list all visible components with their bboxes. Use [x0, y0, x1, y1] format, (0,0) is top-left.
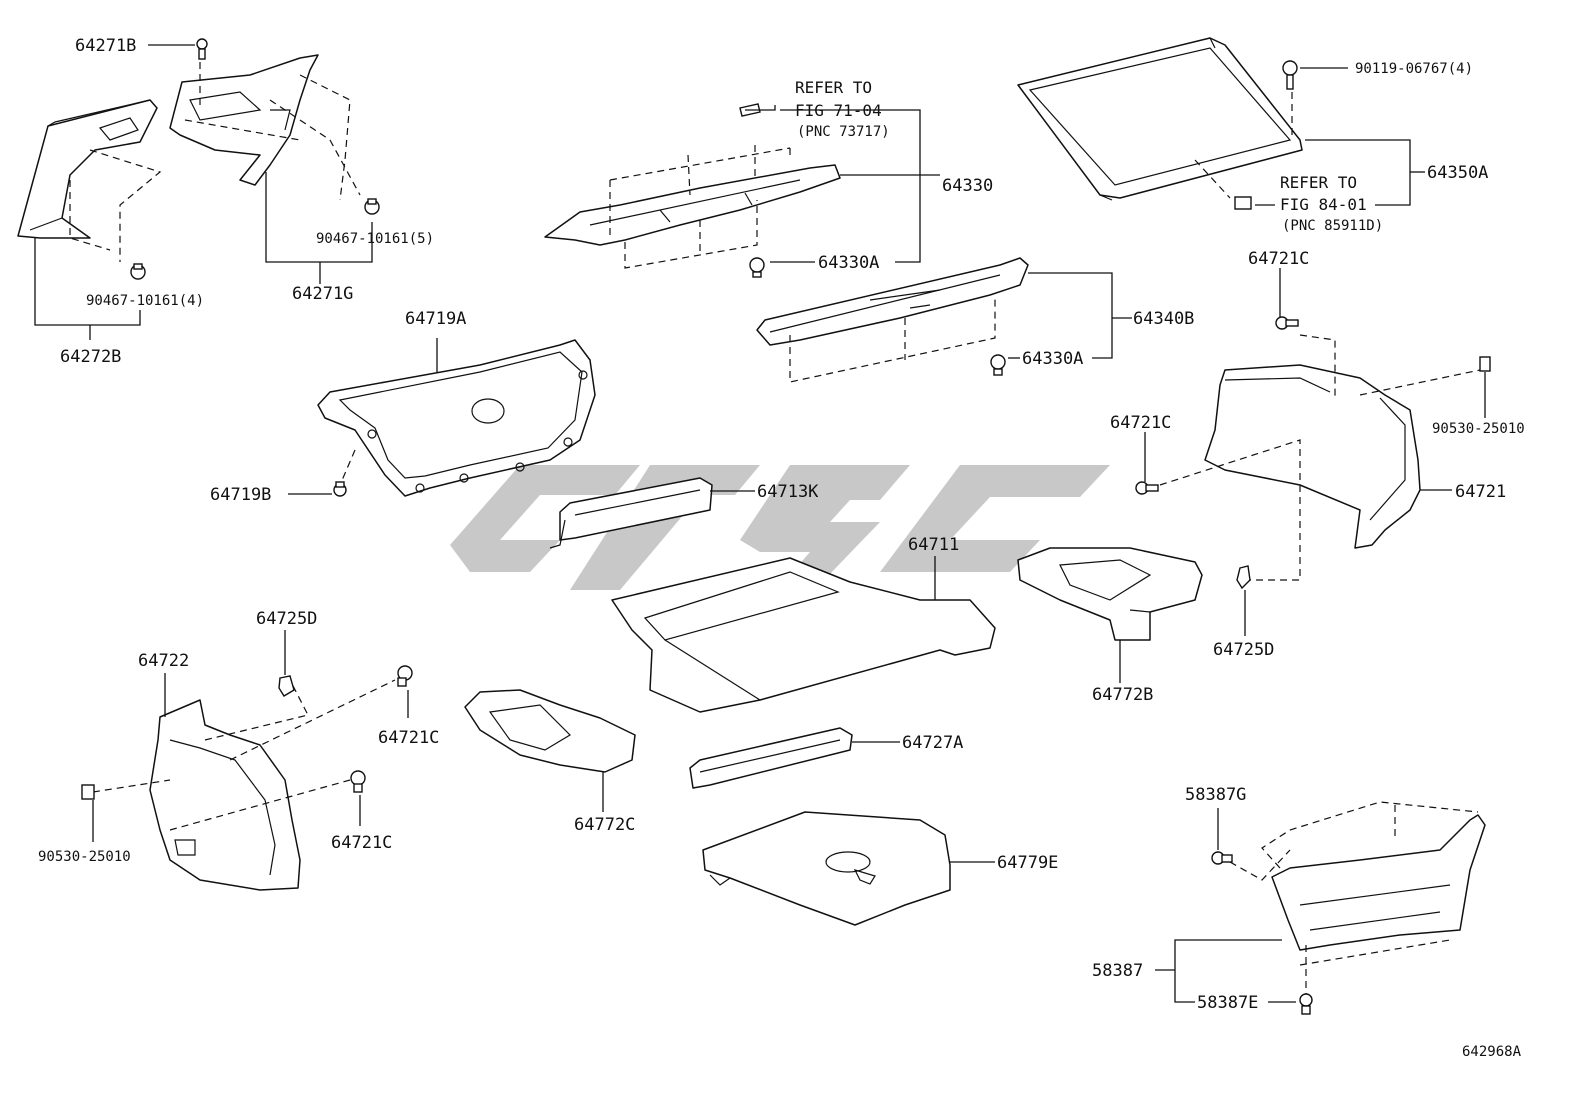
clip-64721C-left-low-icon: [350, 770, 366, 793]
part-64350A-tonneau-shade: [1017, 37, 1303, 201]
label-64721: 64721: [1455, 482, 1506, 502]
diagram-id: 642968A: [1462, 1044, 1522, 1060]
label-90467-10161-4: 90467-10161(4): [86, 293, 204, 309]
label-64711: 64711: [908, 535, 959, 555]
clip-90530-right-icon: [1479, 356, 1491, 372]
part-64721-quarter-trim-right: [1159, 334, 1481, 581]
clip-90467-4-icon: [130, 263, 146, 280]
clip-64725D-right-icon: [1236, 565, 1251, 590]
part-64340B-tray-cover: [756, 257, 1029, 383]
label-64330: 64330: [942, 176, 993, 196]
label-90467-10161-5: 90467-10161(5): [316, 231, 434, 247]
label-64719B: 64719B: [210, 485, 271, 505]
label-58387G: 58387G: [1185, 785, 1246, 805]
part-64719A-deck-trim: [317, 339, 596, 497]
label-64721C-right-mid: 64721C: [1110, 413, 1171, 433]
label-64340B: 64340B: [1133, 309, 1194, 329]
part-64722-quarter-trim-left: [92, 679, 396, 891]
label-90530-25010-right: 90530-25010: [1432, 421, 1525, 437]
clip-85911D-icon: [1234, 196, 1252, 210]
ref-fig84-line2: FIG 84-01: [1280, 195, 1367, 214]
clip-90119-icon: [1282, 60, 1298, 90]
label-64713K: 64713K: [757, 482, 819, 502]
label-90119-06767: 90119-06767(4): [1355, 61, 1473, 77]
part-64779E-board: [702, 811, 951, 926]
clip-64330A-lower-icon: [990, 354, 1006, 376]
label-64772B: 64772B: [1092, 685, 1153, 705]
part-64330-package-tray-panel: [544, 145, 841, 269]
label-64330A-top: 64330A: [818, 253, 879, 273]
label-64779E: 64779E: [997, 853, 1058, 873]
label-64271B: 64271B: [75, 36, 136, 56]
watermark-logo: [450, 465, 1110, 605]
label-64721C-right-top: 64721C: [1248, 249, 1309, 269]
part-64711-deck-floor: [611, 557, 996, 713]
label-90530-25010-left: 90530-25010: [38, 849, 131, 865]
part-64772C-spacer: [464, 689, 636, 773]
part-64271G-quarter-trim-upper: [169, 54, 361, 201]
label-64727A: 64727A: [902, 733, 963, 753]
ref-fig84-line3: (PNC 85911D): [1282, 218, 1383, 234]
label-64721C-left-low: 64721C: [331, 833, 392, 853]
ref-fig71-line3: (PNC 73717): [797, 124, 890, 140]
label-64350A: 64350A: [1427, 163, 1488, 183]
clip-64330A-icon: [749, 257, 765, 278]
clip-64721C-left-top-icon: [397, 665, 413, 687]
part-64713K-bracket: [549, 477, 713, 549]
part-64272B-quarter-trim: [17, 99, 162, 262]
clip-64721C-right-top-icon: [1275, 316, 1299, 330]
ref-fig71-line1: REFER TO: [795, 78, 872, 97]
label-58387E: 58387E: [1197, 993, 1258, 1013]
label-64721C-left-top: 64721C: [378, 728, 439, 748]
label-64722: 64722: [138, 651, 189, 671]
label-64725D-right: 64725D: [1213, 640, 1274, 660]
clip-64271B-icon: [196, 38, 208, 60]
clip-90530-left-icon: [81, 784, 95, 800]
label-64719A: 64719A: [405, 309, 466, 329]
label-64725D-left: 64725D: [256, 609, 317, 629]
clip-64721C-right-mid-icon: [1135, 481, 1159, 495]
clip-64719B-icon: [333, 481, 347, 497]
part-58387-step-cover: [1229, 801, 1486, 995]
label-64330A-lower: 64330A: [1022, 349, 1083, 369]
clip-58387G-icon: [1211, 851, 1233, 865]
part-64772B-spacer: [1017, 547, 1203, 641]
part-64727A-bracket: [689, 727, 853, 789]
clip-64725D-left-icon: [278, 675, 295, 697]
clip-90467-5-icon: [364, 198, 380, 215]
label-58387: 58387: [1092, 961, 1143, 981]
ref-fig84-line1: REFER TO: [1280, 173, 1357, 192]
label-64772C: 64772C: [574, 815, 635, 835]
clip-58387E-icon: [1299, 993, 1313, 1015]
label-64272B: 64272B: [60, 347, 121, 367]
ref-fig71-line2: FIG 71-04: [795, 101, 882, 120]
label-64271G: 64271G: [292, 284, 353, 304]
